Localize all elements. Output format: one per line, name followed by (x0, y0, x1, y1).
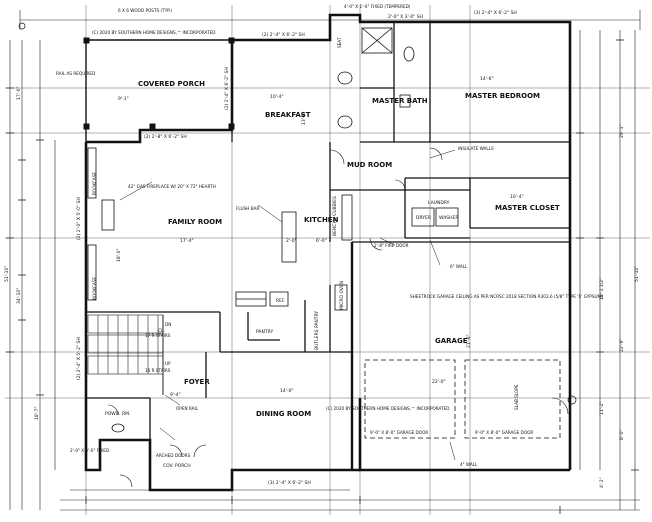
note-wood-posts: 6 X 6 WOOD POSTS (TYP.) (118, 8, 172, 13)
note-wall-4: 4" WALL (460, 462, 478, 467)
note-seat: SEAT (337, 37, 342, 48)
dim-breakfast-h: 13'-6" (301, 111, 307, 125)
dim-right-d: 11'-2" (599, 401, 605, 415)
note-open-rail: OPEN RAIL (176, 406, 199, 411)
window-dining-bottom: (3) 2'-4" X 6'-2" SH (268, 480, 311, 486)
room-kitchen: KITCHEN (304, 216, 339, 224)
dim-breakfast-w: 10'-4" (270, 94, 284, 100)
dim-right-e: 8'-0" (619, 429, 625, 440)
room-dryer: DRYER (416, 215, 431, 221)
note-drywall: SHEETROCK GARAGE CEILING AS PER NCRSC 20… (410, 294, 603, 299)
note-slab-slope: SLAB SLOPE (514, 384, 519, 410)
dim-right-a: 29'-1" (619, 124, 625, 138)
dim-left-b: 34'-10" (16, 288, 22, 304)
note-bookcase-right: BOOKCASE (92, 277, 97, 300)
room-powder-room: POWD. RM. (105, 411, 130, 417)
note-stairs-down: 16 R STAIRS (145, 368, 171, 373)
note-copyright-top: (C) 2020 BY SOUTHERN HOME DESIGNS,™ INCO… (92, 30, 216, 35)
room-foyer: FOYER (184, 378, 210, 386)
window-top-right: (3) 2'-4" X 6'-2" SH (474, 10, 517, 16)
fixtures (87, 27, 459, 433)
window-top-center: (2) 2'-4" X 6'-2" SH (262, 32, 305, 38)
dim-total-right: 51'-10" (634, 266, 640, 282)
room-covered-porch: COVERED PORCH (138, 80, 205, 88)
note-flush-bar: FLUSH BAR (236, 206, 259, 211)
dim-left-c: 18'-7" (34, 406, 40, 420)
note-garage-door-left: 9'-0" X 8'-0" GARAGE DOOR (370, 430, 428, 435)
dim-right-c: 18'-1 1/2" (599, 278, 605, 300)
note-stairs-up: 17 R STAIRS (145, 333, 171, 338)
room-master-closet: MASTER CLOSET (495, 204, 560, 212)
window-callouts: (2) 2'-4" X 6'-2" SH 2'-0" X 3'-0" SH (3… (76, 10, 517, 486)
window-top-mid: 2'-0" X 3'-0" SH (388, 14, 423, 20)
room-dining-room: DINING ROOM (256, 410, 311, 418)
dim-dining-w: 14'-0" (280, 388, 294, 394)
room-breakfast: BREAKFAST (265, 111, 311, 119)
dim-garage-h: 21'-6" (466, 334, 472, 348)
window-family-left: (2) 2'-0" X 5'-0" SH (76, 197, 82, 240)
note-fire-door: 2'-8" FIRE DOOR (374, 243, 409, 248)
room-cov-porch: COV. PORCH (163, 463, 191, 469)
dimension-labels: 9'-1" 10'-4" 13'-6" 14'-6" 17'-4" 18'-0"… (4, 76, 640, 488)
room-master-bath-1: MASTER BATH (372, 97, 428, 105)
dim-total-left: 51'-10" (4, 266, 10, 282)
room-bench-cubbies: BENCH / CUBBIES (332, 196, 338, 236)
leader-lines (119, 149, 456, 461)
dim-kitchen-a: 2'-0" (286, 238, 297, 244)
stairs (87, 314, 164, 395)
room-closet: CL. (158, 328, 165, 334)
dim-foyer-w: 9'-4" (170, 392, 181, 398)
dimension-lines (5, 5, 650, 515)
room-master-bedroom: MASTER BEDROOM (465, 92, 540, 100)
room-micro-oven: MICRO OVEN (339, 281, 345, 310)
garage-doors (364, 359, 561, 439)
room-family-room: FAMILY ROOM (168, 218, 222, 226)
note-garage-door-right: 9'-0" X 8'-0" GARAGE DOOR (475, 430, 533, 435)
dim-closet-w: 10'-4" (510, 194, 524, 200)
window-porch-bottom: (2) 2'-8" X 6'-2" SH (144, 134, 187, 140)
note-insulate-walls: INSULATE WALLS (458, 146, 494, 151)
dim-porch-w: 9'-1" (118, 96, 129, 102)
room-laundry: LAUNDRY (428, 200, 450, 206)
notes: 6 X 6 WOOD POSTS (TYP.) (C) 2020 BY SOUT… (56, 4, 603, 467)
room-mud-room: MUD ROOM (347, 161, 392, 169)
room-garage: GARAGE (435, 337, 468, 345)
note-fixed-top: 4'-0" X 1'-0" FIXED (TEMPERED) (344, 4, 411, 9)
room-labels: COVERED PORCH BREAKFAST MASTER BATH MAST… (105, 80, 560, 469)
room-pantry: PANTRY (256, 329, 273, 335)
dim-garage-w: 22'-0" (432, 379, 446, 385)
dim-left-a: 17'-0" (16, 86, 22, 100)
note-bookcase-left: BOOKCASE (92, 172, 97, 195)
room-washer: WASHER (439, 215, 459, 221)
note-arched-doors: ARCHED DOORS (156, 453, 191, 458)
interior-walls (86, 22, 570, 440)
dim-family-h: 18'-0" (116, 248, 122, 262)
note-wall-6: 6" WALL (450, 264, 468, 269)
window-left-lower: (2) 2'-4" X 5'-2" SH (76, 337, 82, 380)
dim-right-f: 4'-2" (599, 477, 605, 488)
note-gas-fireplace: 42" GAS FIREPLACE W/ 20" X 72" HEARTH (128, 184, 216, 189)
window-porch-side: (2) 2'-4" X 6'-2" SH (224, 67, 230, 110)
room-butlers-pantry: BUTLERS PANTRY (314, 311, 320, 350)
note-dn: DN (165, 322, 171, 327)
note-copyright-bottom: (C) 2020 BY SOUTHERN HOME DESIGNS,™ INCO… (326, 406, 450, 411)
room-ref: REF. (276, 298, 285, 304)
dim-family-w: 17'-4" (180, 238, 194, 244)
exterior-walls (83, 13, 572, 492)
door-swings (107, 147, 569, 488)
dim-bedroom-w: 14'-6" (480, 76, 494, 82)
note-up: UP (165, 361, 171, 366)
dim-kitchen-w: 6'-0" (316, 238, 327, 244)
note-rail-required: RAIL AS REQUIRED (56, 71, 95, 76)
note-fixed-bottom: 2'-0" X 5'-0" FIXED (70, 448, 109, 453)
section-marks (18, 22, 577, 405)
dim-right-b: 22'-9" (619, 338, 625, 352)
